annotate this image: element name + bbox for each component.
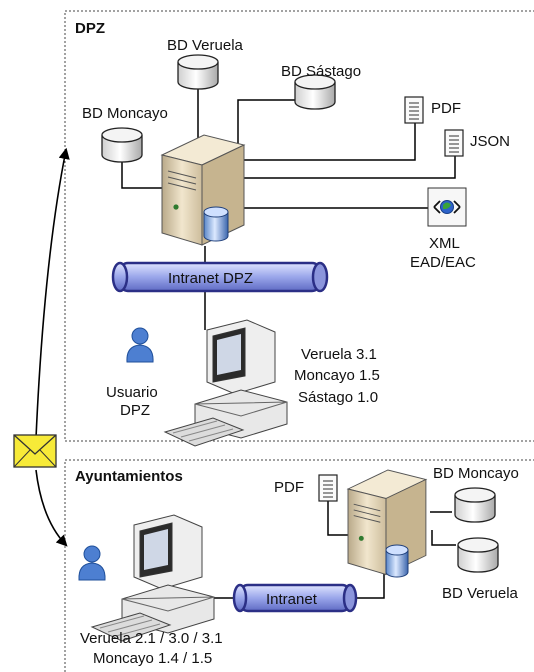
ayto-pdf-label: PDF bbox=[274, 479, 304, 496]
database-icon bbox=[294, 74, 336, 110]
database-icon bbox=[177, 54, 219, 90]
database-icon bbox=[101, 127, 143, 163]
dpz-zone-border bbox=[64, 10, 534, 442]
ayuntamientos-title: Ayuntamientos bbox=[75, 468, 183, 485]
arrow-to-dpz bbox=[35, 147, 70, 439]
dpz-title: DPZ bbox=[75, 20, 105, 37]
dpz-connectors bbox=[121, 88, 456, 330]
dpz-version-sastago: Sástago 1.0 bbox=[298, 389, 378, 406]
intranet-pipe bbox=[232, 583, 358, 613]
ayto-version-veruela: Veruela 2.1 / 3.0 / 3.1 bbox=[80, 630, 223, 647]
user-icon bbox=[78, 545, 106, 581]
user-icon bbox=[126, 327, 154, 363]
user-label-line2: DPZ bbox=[120, 402, 150, 419]
intranet-dpz-label: Intranet DPZ bbox=[168, 270, 253, 287]
database-icon bbox=[454, 487, 496, 523]
ead-eac-label: EAD/EAC bbox=[410, 254, 476, 271]
workstation-icon bbox=[164, 319, 288, 447]
ayto-db-label-veruela: BD Veruela bbox=[442, 585, 519, 602]
db-label-moncayo: BD Moncayo bbox=[82, 105, 168, 122]
user-label-line1: Usuario bbox=[106, 384, 158, 401]
workstation-icon bbox=[91, 514, 215, 642]
database-icon bbox=[457, 537, 499, 573]
pdf-label: PDF bbox=[431, 100, 461, 117]
ayto-version-moncayo: Moncayo 1.4 / 1.5 bbox=[93, 650, 212, 667]
intranet-dpz-pipe bbox=[111, 261, 329, 293]
envelope-icon bbox=[13, 434, 57, 468]
xml-icon bbox=[427, 187, 467, 227]
intranet-label: Intranet bbox=[266, 591, 318, 608]
json-document-icon bbox=[444, 129, 464, 157]
pdf-document-icon bbox=[404, 96, 424, 124]
pdf-document-icon bbox=[318, 474, 338, 502]
dpz-version-veruela: Veruela 3.1 bbox=[301, 346, 377, 363]
dpz-version-moncayo: Moncayo 1.5 bbox=[294, 367, 380, 384]
server-database-icon bbox=[385, 544, 409, 578]
db-label-sastago: BD Sástago bbox=[281, 63, 361, 80]
db-label-veruela: BD Veruela bbox=[167, 37, 244, 54]
ayto-db-label-moncayo: BD Moncayo bbox=[433, 465, 519, 482]
xml-label: XML bbox=[429, 235, 460, 252]
ayuntamientos-connectors bbox=[210, 500, 456, 599]
server-database-icon bbox=[203, 206, 229, 242]
json-label: JSON bbox=[470, 133, 510, 150]
ayuntamientos-zone-border bbox=[64, 459, 534, 672]
server-icon bbox=[161, 134, 245, 246]
arrow-to-ayuntamientos bbox=[35, 469, 68, 547]
